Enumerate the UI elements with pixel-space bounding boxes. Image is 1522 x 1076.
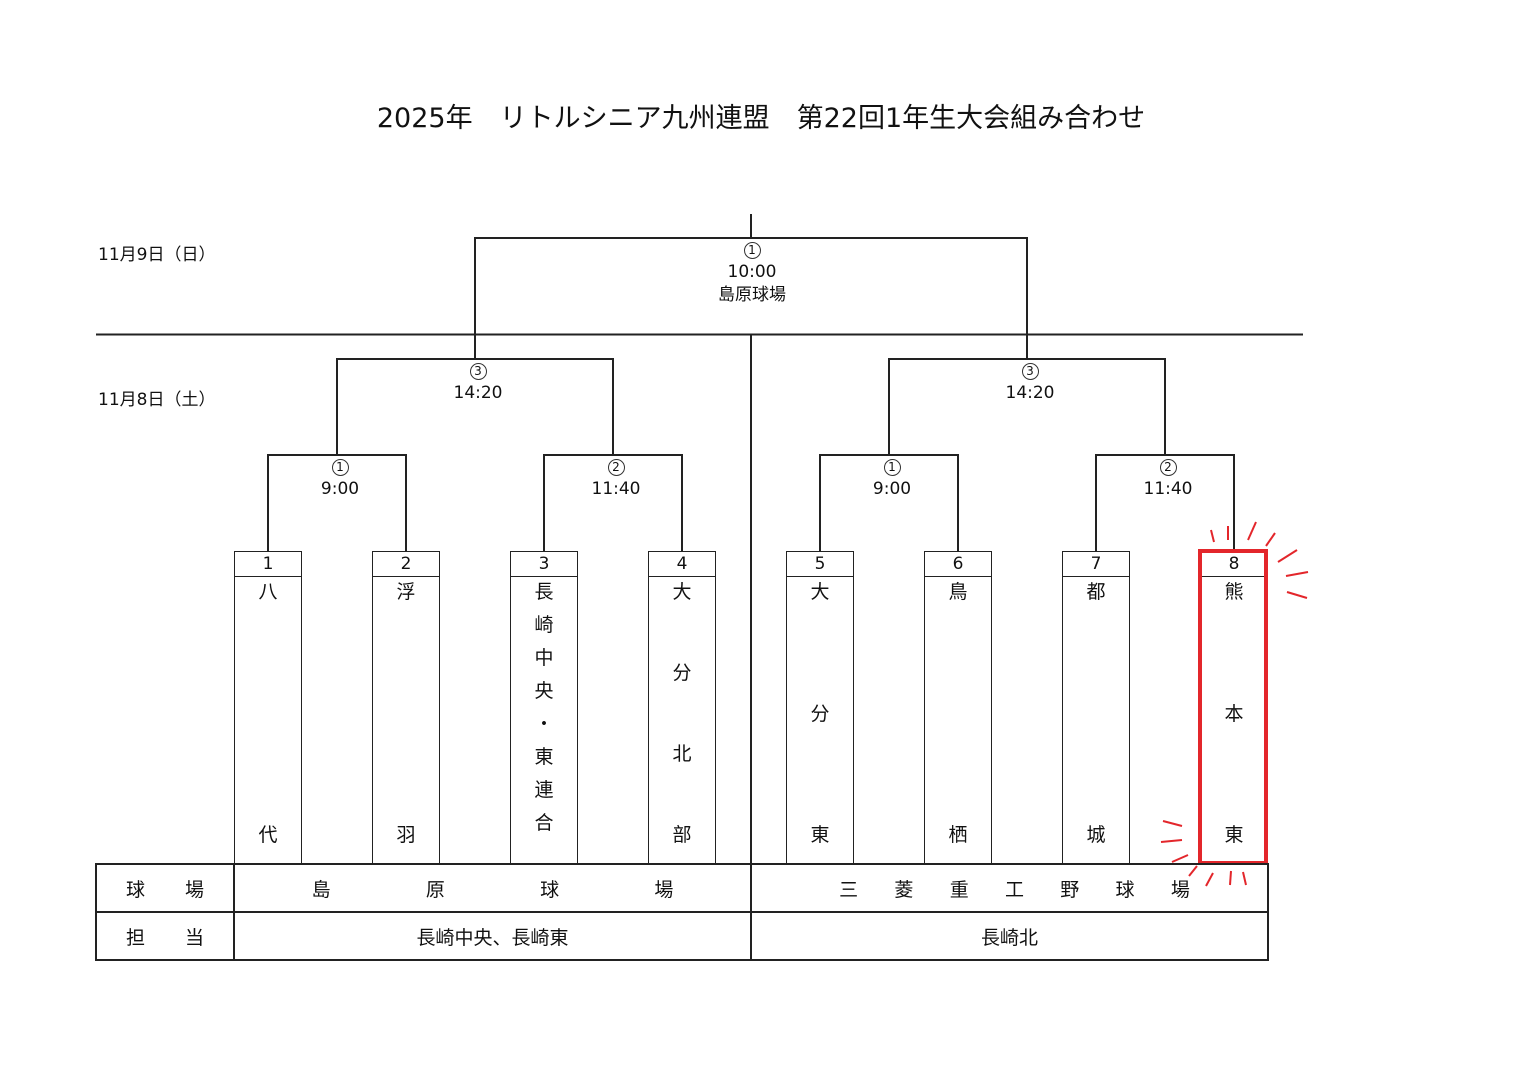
team-name: 鳥栖 <box>925 580 991 847</box>
team-name: 都城 <box>1063 580 1129 847</box>
table-char: 場 <box>1170 878 1190 901</box>
team-name-char: 鳥 <box>948 581 968 603</box>
table-char: 原 <box>425 878 445 901</box>
team-name-char: 合 <box>534 812 554 834</box>
match-semi-left: 3 14:20 <box>418 359 538 405</box>
table-char: 野 <box>1060 878 1080 901</box>
team-name-char: 中 <box>534 647 554 669</box>
venue-left: 島原球場 <box>234 864 751 912</box>
team-name-char: 浮 <box>396 581 416 603</box>
match-number: 2 <box>607 459 625 476</box>
match-r1-b: 2 11:40 <box>556 455 676 501</box>
team-name-char: 連 <box>534 779 554 801</box>
team-slot: 4 大分北部 <box>648 551 716 864</box>
team-name: 大分東 <box>787 580 853 847</box>
team-name-char: ・ <box>534 713 554 735</box>
staff-label: 担当 <box>96 912 234 960</box>
table-char: 担 <box>125 926 145 949</box>
team-name-char: 崎 <box>534 614 554 636</box>
team-slot: 3 長崎中央・東連合 <box>510 551 578 864</box>
team-name-char: 東 <box>1224 824 1244 846</box>
team-slot: 8 熊本東 <box>1200 551 1268 864</box>
match-time: 10:00 <box>727 262 777 282</box>
team-name-char: 羽 <box>396 824 416 846</box>
highlight-sparks <box>1160 521 1309 887</box>
table-char: 場 <box>654 878 674 901</box>
team-number: 7 <box>1063 552 1129 577</box>
team-number: 4 <box>649 552 715 577</box>
table-char: 球 <box>540 878 560 901</box>
team-number: 2 <box>373 552 439 577</box>
team-name-char: 北 <box>672 743 692 765</box>
match-venue: 島原球場 <box>718 285 786 305</box>
team-name-char: 大 <box>672 581 692 603</box>
team-name-char: 代 <box>258 824 278 846</box>
match-semi-right: 3 14:20 <box>970 359 1090 405</box>
date-first: 11月8日（土） <box>98 390 216 410</box>
table-char: 工 <box>1004 878 1024 901</box>
team-name-char: 大 <box>810 581 830 603</box>
team-name-char: 東 <box>534 746 554 768</box>
page-title: 2025年 リトルシニア九州連盟 第22回1年生大会組み合わせ <box>376 103 1146 134</box>
team-name: 長崎中央・東連合 <box>511 580 577 847</box>
team-name: 浮羽 <box>373 580 439 847</box>
team-name-char: 栖 <box>948 824 968 846</box>
team-name-char: 部 <box>672 824 692 846</box>
match-time: 14:20 <box>453 383 503 403</box>
team-number: 5 <box>787 552 853 577</box>
team-number: 8 <box>1201 552 1267 577</box>
venue-right: 三菱重工野球場 <box>751 864 1268 912</box>
team-name-char: 央 <box>534 680 554 702</box>
team-name-char: 長 <box>534 581 554 603</box>
match-time: 9:00 <box>872 479 912 499</box>
date-final: 11月9日（日） <box>98 245 216 265</box>
venue-label: 球場 <box>96 864 234 912</box>
team-number: 1 <box>235 552 301 577</box>
match-time: 14:20 <box>1005 383 1055 403</box>
team-name-char: 八 <box>258 581 278 603</box>
match-r1-d: 2 11:40 <box>1108 455 1228 501</box>
match-number: 2 <box>1159 459 1177 476</box>
team-name-char: 本 <box>1224 702 1244 725</box>
table-char: 場 <box>184 878 204 901</box>
table-char: 重 <box>949 878 969 901</box>
match-number: 1 <box>883 459 901 476</box>
match-number: 1 <box>331 459 349 476</box>
team-name: 熊本東 <box>1201 580 1267 847</box>
table-char: 球 <box>1115 878 1135 901</box>
match-r1-a: 1 9:00 <box>280 455 400 501</box>
team-name-char: 分 <box>810 702 830 725</box>
table-char: 球 <box>125 878 145 901</box>
match-number: 3 <box>1021 363 1039 380</box>
staff-right: 長崎北 <box>980 926 1038 949</box>
team-name-char: 城 <box>1086 824 1106 846</box>
team-name-char: 熊 <box>1224 581 1244 603</box>
table-char: 当 <box>184 926 204 949</box>
team-name-char: 都 <box>1086 581 1106 603</box>
team-name: 大分北部 <box>649 580 715 847</box>
table-char: 菱 <box>894 878 914 901</box>
table-char: 三 <box>839 878 859 901</box>
team-name-char: 分 <box>672 662 692 684</box>
match-r1-c: 1 9:00 <box>832 455 952 501</box>
team-number: 3 <box>511 552 577 577</box>
match-time: 11:40 <box>1143 479 1193 499</box>
match-time: 11:40 <box>591 479 641 499</box>
table-char: 島 <box>311 878 331 901</box>
match-number: 1 <box>743 242 761 259</box>
match-final: 1 10:00 島原球場 <box>692 238 812 307</box>
team-number: 6 <box>925 552 991 577</box>
team-name: 八代 <box>235 580 301 847</box>
match-number: 3 <box>469 363 487 380</box>
team-name-char: 東 <box>810 824 830 846</box>
staff-left: 長崎中央、長崎東 <box>416 926 569 949</box>
match-time: 9:00 <box>320 479 360 499</box>
